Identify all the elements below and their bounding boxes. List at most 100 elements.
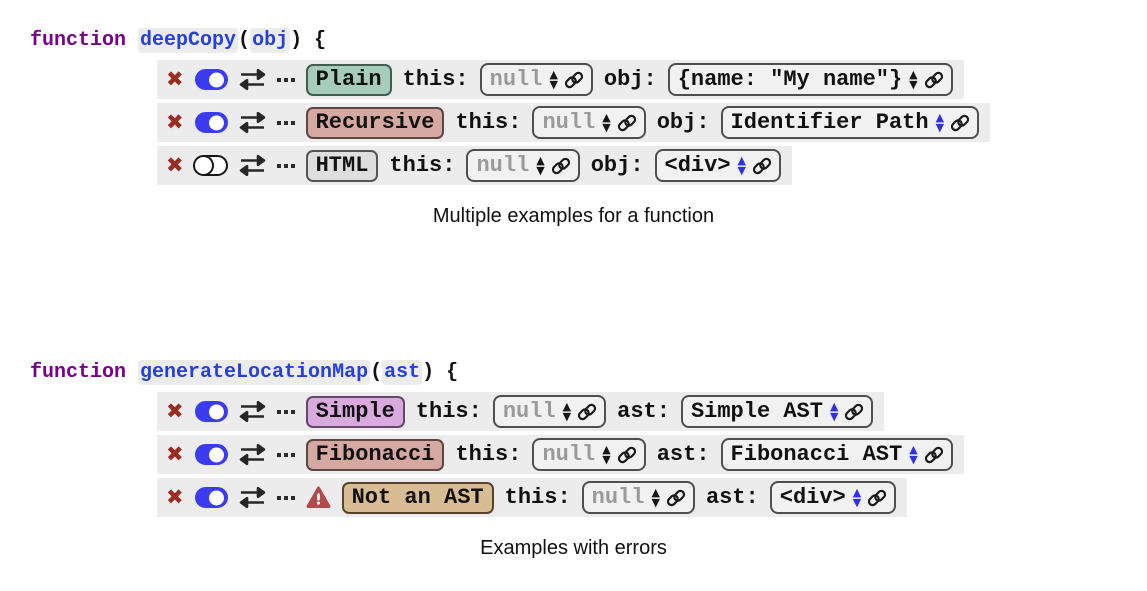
error-warning-icon[interactable] [306, 486, 331, 509]
link-icon[interactable] [845, 403, 864, 421]
enable-toggle[interactable] [194, 401, 228, 422]
argument-value[interactable]: Simple AST [690, 399, 823, 424]
link-icon[interactable] [951, 114, 970, 132]
function-name[interactable]: deepCopy [138, 28, 239, 53]
argument-value[interactable]: <div> [664, 153, 731, 178]
value-stepper[interactable]: ▲▼ [909, 442, 918, 466]
example-name-badge[interactable]: Simple [305, 395, 405, 428]
value-stepper[interactable]: ▲▼ [737, 153, 747, 177]
argument-value[interactable]: Fibonacci AST [730, 442, 903, 467]
stepper-up-icon[interactable]: ▲ [909, 442, 918, 456]
argument-value[interactable]: null [542, 442, 596, 467]
example-name-badge[interactable]: Fibonacci [305, 438, 445, 471]
swap-arrows-button[interactable] [239, 401, 266, 422]
more-options-button[interactable] [276, 120, 295, 125]
stepper-down-icon[interactable]: ▼ [909, 452, 918, 466]
value-stepper[interactable]: ▲▼ [602, 110, 611, 134]
stepper-up-icon[interactable]: ▲ [536, 153, 545, 167]
value-stepper[interactable]: ▲▼ [536, 153, 545, 177]
stepper-down-icon[interactable]: ▼ [909, 77, 918, 91]
swap-arrows-button[interactable] [239, 69, 266, 90]
link-icon[interactable] [924, 71, 943, 89]
stepper-down-icon[interactable]: ▼ [852, 495, 862, 509]
stepper-up-icon[interactable]: ▲ [935, 110, 945, 124]
stepper-up-icon[interactable]: ▲ [829, 399, 839, 413]
swap-arrows-button[interactable] [239, 444, 266, 465]
enable-toggle[interactable] [194, 112, 228, 133]
argument-field[interactable]: Fibonacci AST ▲▼ [720, 438, 953, 471]
link-icon[interactable] [924, 446, 943, 464]
enable-toggle[interactable] [194, 487, 228, 508]
swap-arrows-button[interactable] [239, 112, 266, 133]
argument-value[interactable]: null [476, 153, 530, 178]
argument-field[interactable]: null ▲▼ [532, 438, 646, 471]
argument-value[interactable]: <div> [779, 485, 846, 510]
function-name[interactable]: generateLocationMap [138, 360, 371, 385]
stepper-up-icon[interactable]: ▲ [602, 442, 611, 456]
example-name-badge[interactable]: Recursive [305, 106, 445, 139]
delete-example-button[interactable]: ✖ [166, 67, 184, 91]
stepper-up-icon[interactable]: ▲ [909, 67, 918, 81]
stepper-up-icon[interactable]: ▲ [549, 67, 558, 81]
argument-field[interactable]: Simple AST ▲▼ [680, 395, 874, 428]
value-stepper[interactable]: ▲▼ [829, 399, 839, 423]
delete-example-button[interactable]: ✖ [166, 485, 184, 509]
argument-field[interactable]: <div> ▲▼ [654, 149, 782, 182]
value-stepper[interactable]: ▲▼ [935, 110, 945, 134]
link-icon[interactable] [578, 403, 597, 421]
argument-value[interactable]: null [502, 399, 556, 424]
argument-value[interactable]: {name: "My name"} [677, 67, 903, 92]
stepper-down-icon[interactable]: ▼ [536, 163, 545, 177]
stepper-down-icon[interactable]: ▼ [549, 77, 558, 91]
example-name-badge[interactable]: Plain [305, 63, 392, 96]
stepper-down-icon[interactable]: ▼ [602, 452, 611, 466]
argument-value[interactable]: Identifier Path [730, 110, 929, 135]
param-name[interactable]: ast [382, 360, 423, 385]
delete-example-button[interactable]: ✖ [166, 442, 184, 466]
argument-value[interactable]: null [542, 110, 596, 135]
stepper-down-icon[interactable]: ▼ [651, 495, 660, 509]
param-name[interactable]: obj [250, 28, 291, 53]
more-options-button[interactable] [276, 77, 295, 82]
link-icon[interactable] [551, 157, 570, 175]
more-options-button[interactable] [276, 495, 295, 500]
argument-field[interactable]: null ▲▼ [581, 481, 695, 514]
more-options-button[interactable] [276, 409, 295, 414]
stepper-down-icon[interactable]: ▼ [737, 163, 747, 177]
argument-field[interactable]: <div> ▲▼ [769, 481, 897, 514]
link-icon[interactable] [753, 157, 772, 175]
swap-arrows-button[interactable] [239, 155, 266, 176]
more-options-button[interactable] [276, 163, 295, 168]
example-name-badge[interactable]: Not an AST [341, 481, 494, 514]
argument-field[interactable]: null ▲▼ [532, 106, 646, 139]
argument-field[interactable]: null ▲▼ [466, 149, 580, 182]
stepper-up-icon[interactable]: ▲ [737, 153, 747, 167]
value-stepper[interactable]: ▲▼ [909, 67, 918, 91]
delete-example-button[interactable]: ✖ [166, 153, 184, 177]
value-stepper[interactable]: ▲▼ [549, 67, 558, 91]
value-stepper[interactable]: ▲▼ [602, 442, 611, 466]
argument-field[interactable]: {name: "My name"} ▲▼ [667, 63, 953, 96]
stepper-up-icon[interactable]: ▲ [651, 485, 660, 499]
value-stepper[interactable]: ▲▼ [562, 401, 572, 423]
argument-value[interactable]: null [489, 67, 543, 92]
stepper-up-icon[interactable]: ▲ [602, 110, 611, 124]
stepper-down-icon[interactable]: ▼ [935, 120, 945, 134]
argument-value[interactable]: null [591, 485, 645, 510]
more-options-button[interactable] [276, 452, 295, 457]
delete-example-button[interactable]: ✖ [166, 110, 184, 134]
link-icon[interactable] [666, 489, 685, 507]
enable-toggle[interactable] [194, 69, 228, 90]
link-icon[interactable] [617, 446, 636, 464]
stepper-down-icon[interactable]: ▼ [562, 409, 572, 423]
argument-field[interactable]: Identifier Path ▲▼ [720, 106, 980, 139]
enable-toggle[interactable] [192, 154, 228, 176]
argument-field[interactable]: null ▲▼ [479, 63, 593, 96]
value-stepper[interactable]: ▲▼ [852, 487, 862, 509]
argument-field[interactable]: null ▲▼ [492, 395, 607, 428]
link-icon[interactable] [564, 71, 583, 89]
enable-toggle[interactable] [194, 444, 228, 465]
stepper-down-icon[interactable]: ▼ [829, 409, 839, 423]
stepper-down-icon[interactable]: ▼ [602, 120, 611, 134]
example-name-badge[interactable]: HTML [305, 149, 379, 182]
